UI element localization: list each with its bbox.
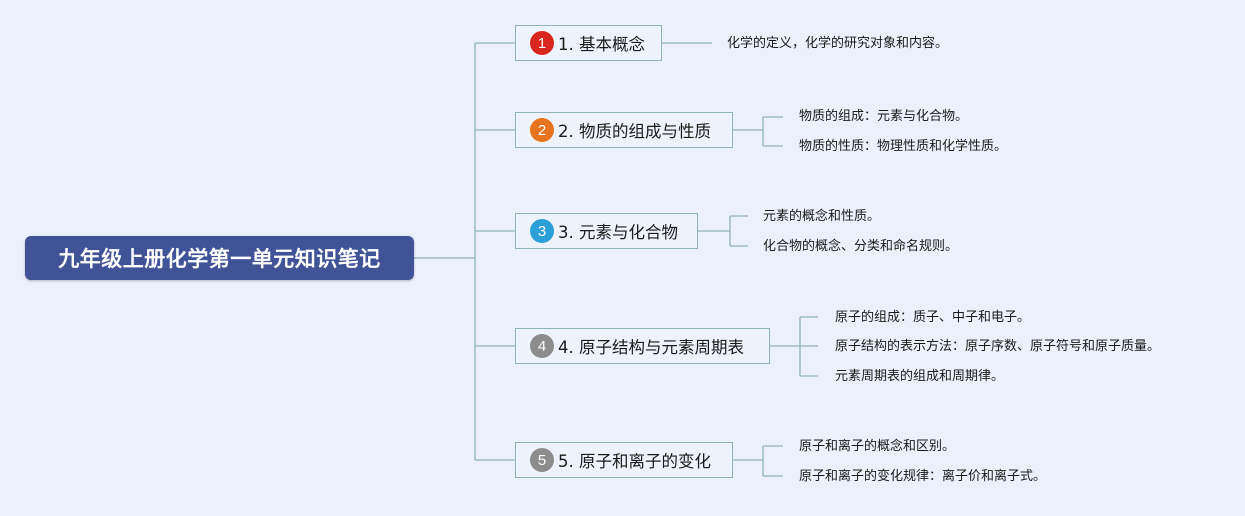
branch-topic-3-label: 3. 元素与化合物 bbox=[558, 223, 678, 242]
number-2-icon: 2 bbox=[530, 118, 554, 142]
root-topic-label: 九年级上册化学第一单元知识笔记 bbox=[58, 247, 381, 271]
branch-topic-4-label: 4. 原子结构与元素周期表 bbox=[558, 338, 744, 357]
number-5-icon: 5 bbox=[530, 448, 554, 472]
leaf-topic-4-1[interactable]: 原子的组成：质子、中子和电子。 bbox=[835, 310, 1031, 325]
branch-topic-5-label: 5. 原子和离子的变化 bbox=[558, 452, 711, 471]
branch-topic-3[interactable]: 3 3. 元素与化合物 bbox=[515, 213, 698, 249]
leaf-topic-1-1[interactable]: 化学的定义，化学的研究对象和内容。 bbox=[727, 36, 949, 51]
number-3-icon: 3 bbox=[530, 219, 554, 243]
number-1-icon: 1 bbox=[530, 31, 554, 55]
number-4-icon: 4 bbox=[530, 334, 554, 358]
branch-topic-4[interactable]: 4 4. 原子结构与元素周期表 bbox=[515, 328, 770, 364]
leaf-topic-3-2[interactable]: 化合物的概念、分类和命名规则。 bbox=[763, 239, 959, 254]
root-topic[interactable]: 九年级上册化学第一单元知识笔记 bbox=[25, 236, 414, 280]
branch-topic-1-label: 1. 基本概念 bbox=[558, 35, 645, 54]
leaf-topic-4-3[interactable]: 元素周期表的组成和周期律。 bbox=[835, 369, 1005, 384]
leaf-topic-2-2[interactable]: 物质的性质：物理性质和化学性质。 bbox=[799, 139, 1008, 154]
leaf-topic-5-2[interactable]: 原子和离子的变化规律：离子价和离子式。 bbox=[799, 469, 1047, 484]
leaf-topic-2-1[interactable]: 物质的组成：元素与化合物。 bbox=[799, 109, 969, 124]
leaf-topic-5-1[interactable]: 原子和离子的概念和区别。 bbox=[799, 439, 956, 454]
branch-topic-1[interactable]: 1 1. 基本概念 bbox=[515, 25, 662, 61]
branch-topic-2-label: 2. 物质的组成与性质 bbox=[558, 122, 711, 141]
leaf-topic-4-2[interactable]: 原子结构的表示方法：原子序数、原子符号和原子质量。 bbox=[835, 339, 1161, 354]
leaf-topic-3-1[interactable]: 元素的概念和性质。 bbox=[763, 209, 881, 224]
branch-topic-5[interactable]: 5 5. 原子和离子的变化 bbox=[515, 442, 733, 478]
branch-topic-2[interactable]: 2 2. 物质的组成与性质 bbox=[515, 112, 733, 148]
